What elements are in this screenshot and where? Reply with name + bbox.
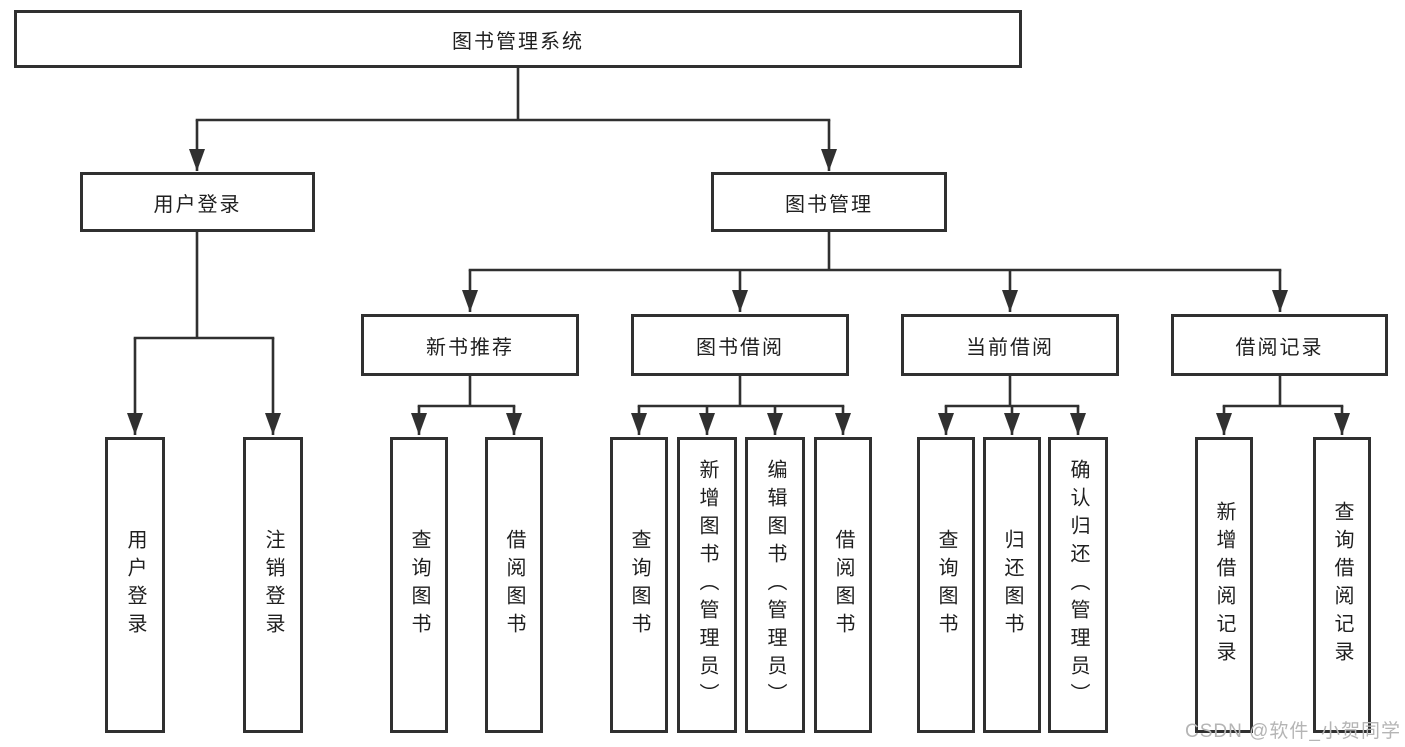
leaf-borrow-query-label: 查询图书 (628, 529, 650, 641)
leaf-current-confirm-admin: 确认归还（管理员） (1048, 437, 1108, 733)
leaf-logout-login: 注销登录 (243, 437, 303, 733)
leaf-current-query: 查询图书 (917, 437, 975, 733)
leaf-user-login-label: 用户登录 (124, 529, 146, 641)
node-book-borrow-label: 图书借阅 (696, 336, 784, 359)
node-new-book-recommend-label: 新书推荐 (426, 336, 514, 359)
leaf-user-login: 用户登录 (105, 437, 165, 733)
node-new-book-recommend: 新书推荐 (361, 314, 579, 376)
node-user-login: 用户登录 (80, 172, 315, 232)
leaf-borrow-edit-admin-label: 编辑图书（管理员） (764, 459, 786, 711)
node-borrow-records-label: 借阅记录 (1235, 336, 1324, 359)
node-borrow-records: 借阅记录 (1171, 314, 1388, 376)
leaf-record-query-label: 查询借阅记录 (1331, 501, 1353, 669)
leaf-newbook-query-label: 查询图书 (408, 529, 430, 641)
leaf-current-query-label: 查询图书 (935, 529, 957, 641)
leaf-borrow-add-admin: 新增图书（管理员） (677, 437, 737, 733)
node-root: 图书管理系统 (14, 10, 1022, 68)
node-user-login-label: 用户登录 (153, 193, 242, 216)
leaf-newbook-query: 查询图书 (390, 437, 448, 733)
leaf-record-add-label: 新增借阅记录 (1213, 501, 1235, 669)
leaf-current-return: 归还图书 (983, 437, 1041, 733)
leaf-record-add: 新增借阅记录 (1195, 437, 1253, 733)
leaf-record-query: 查询借阅记录 (1313, 437, 1371, 733)
node-book-management: 图书管理 (711, 172, 947, 232)
leaf-current-return-label: 归还图书 (1001, 529, 1023, 641)
node-book-borrow: 图书借阅 (631, 314, 849, 376)
leaf-newbook-borrow-label: 借阅图书 (503, 529, 525, 641)
leaf-current-confirm-admin-label: 确认归还（管理员） (1067, 459, 1089, 711)
node-root-label: 图书管理系统 (452, 30, 584, 53)
leaf-borrow-edit-admin: 编辑图书（管理员） (745, 437, 805, 733)
csdn-watermark: CSDN @软件_小贺同学 (1185, 721, 1401, 742)
leaf-borrow-add-admin-label: 新增图书（管理员） (696, 459, 718, 711)
leaf-logout-login-label: 注销登录 (262, 529, 284, 641)
leaf-borrow-borrow-label: 借阅图书 (832, 529, 854, 641)
leaf-borrow-borrow: 借阅图书 (814, 437, 872, 733)
leaf-borrow-query: 查询图书 (610, 437, 668, 733)
leaf-newbook-borrow: 借阅图书 (485, 437, 543, 733)
node-current-borrow: 当前借阅 (901, 314, 1119, 376)
node-book-management-label: 图书管理 (785, 193, 873, 216)
node-current-borrow-label: 当前借阅 (966, 336, 1054, 359)
